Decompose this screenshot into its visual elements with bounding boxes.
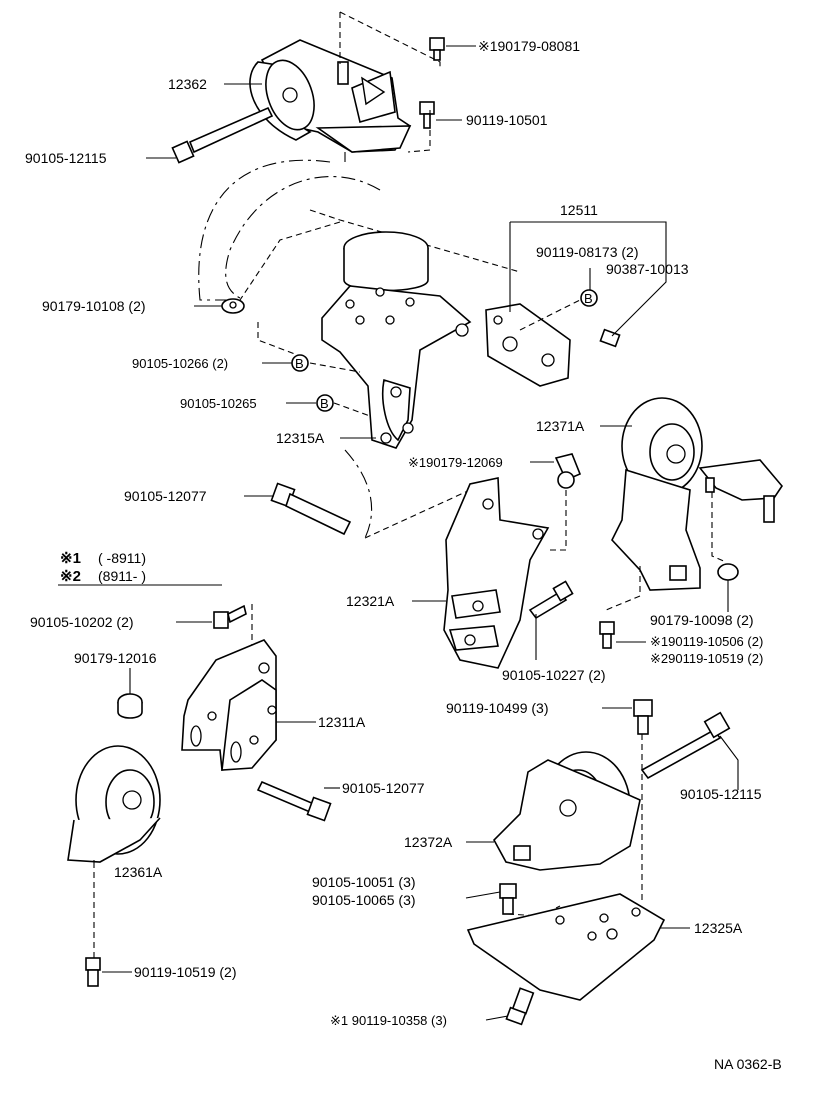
label-12311A: 12311A — [318, 714, 366, 730]
part-12362-mount — [249, 39, 412, 162]
bolt-90105-12077-top — [270, 482, 352, 536]
bolt-90105-10227 — [528, 580, 574, 620]
label-90119-08173: 90119-08173 (2) — [536, 244, 638, 260]
label-90105-10202: 90105-10202 (2) — [30, 614, 134, 630]
label-12371A: 12371A — [536, 418, 585, 434]
label-12362: 12362 — [168, 76, 207, 92]
bolt-90105-12115-bot — [640, 711, 731, 780]
label-90105-10265: 90105-10265 — [180, 396, 257, 411]
label-90105-10227: 90105-10227 (2) — [502, 667, 606, 683]
nut-90179-10098 — [717, 563, 739, 581]
label-90179-10108: 90179-10108 (2) — [42, 298, 146, 314]
part-12372A-mount — [493, 751, 641, 871]
label-12372A: 12372A — [404, 834, 453, 850]
bolt-190179-08081 — [429, 37, 445, 61]
label-190179-08081: ※190179-08081 — [478, 38, 580, 54]
label-12325A: 12325A — [694, 920, 743, 936]
label-90105-12077-top: 90105-12077 — [124, 488, 207, 504]
label-12511: 12511 — [560, 202, 598, 218]
svg-text:( -8911): ( -8911) — [98, 550, 146, 566]
label-90105-12115-top: 90105-12115 — [25, 150, 107, 166]
svg-text:B: B — [320, 396, 329, 411]
part-12321A-bracket — [443, 477, 550, 669]
label-90105-12077-mid: 90105-12077 — [342, 780, 425, 796]
label-90179-12016: 90179-12016 — [74, 650, 157, 666]
label-12315A: 12315A — [276, 430, 325, 446]
label-90119-10519: 90119-10519 (2) — [134, 964, 236, 980]
label-90105-10266: 90105-10266 (2) — [132, 356, 228, 371]
collar-90179-12016 — [117, 693, 143, 719]
label-190179-12069: ※190179-12069 — [408, 455, 503, 470]
label-90119-10499: 90119-10499 (3) — [446, 700, 548, 716]
badge-b-3: B — [316, 394, 334, 412]
part-12371A-mount — [611, 397, 783, 591]
bolt-90119-10499 — [633, 699, 653, 735]
svg-text:B: B — [584, 291, 593, 306]
svg-text:(8911- ): (8911- ) — [98, 568, 146, 584]
svg-text:B: B — [295, 356, 304, 371]
bolt-190119-10358 — [505, 987, 535, 1026]
label-90387-10013: 90387-10013 — [606, 261, 689, 277]
legend: ※1 ( -8911) ※2 (8911- ) — [58, 550, 222, 586]
part-12311A-bracket — [181, 639, 277, 771]
bolt-90119-10519 — [85, 957, 101, 987]
label-190119-10358: ※1 90119-10358 (3) — [330, 1013, 447, 1028]
bolt-90119-10501 — [419, 101, 435, 129]
part-12361A-mount — [67, 745, 161, 863]
label-90179-10098: 90179-10098 (2) — [650, 612, 754, 628]
label-12361A: 12361A — [114, 864, 163, 880]
svg-text:※2: ※2 — [60, 568, 81, 585]
badge-b-2: B — [291, 354, 309, 372]
bolt-190179-12069 — [554, 453, 582, 489]
badge-b-1: B — [580, 289, 598, 307]
bolt-90105-10202 — [213, 604, 247, 629]
label-90105-10065: 90105-10065 (3) — [312, 892, 416, 908]
label-90105-10051: 90105-10051 (3) — [312, 874, 416, 890]
reference-code: NA 0362-B — [714, 1056, 782, 1072]
label-90105-12115-bot: 90105-12115 — [680, 786, 762, 802]
part-12325A-plate — [466, 893, 666, 1001]
label-290119-10519: ※290119-10519 (2) — [650, 651, 763, 666]
part-12511-bracket — [485, 303, 571, 387]
label-12321A: 12321A — [346, 593, 395, 609]
nut-90387-10013 — [599, 328, 621, 348]
bolt-90105-12077-mid — [256, 780, 332, 822]
nut-90179-10108 — [221, 298, 245, 314]
label-190119-10506: ※190119-10506 (2) — [650, 634, 763, 649]
bolt-90105-10051 — [499, 883, 517, 915]
bolt-190119-10506 — [599, 621, 615, 649]
label-90119-10501: 90119-10501 — [466, 112, 548, 128]
part-12315A-bracket — [321, 231, 472, 449]
svg-text:※1: ※1 — [60, 550, 81, 567]
bolt-90105-12115-top — [171, 106, 274, 164]
